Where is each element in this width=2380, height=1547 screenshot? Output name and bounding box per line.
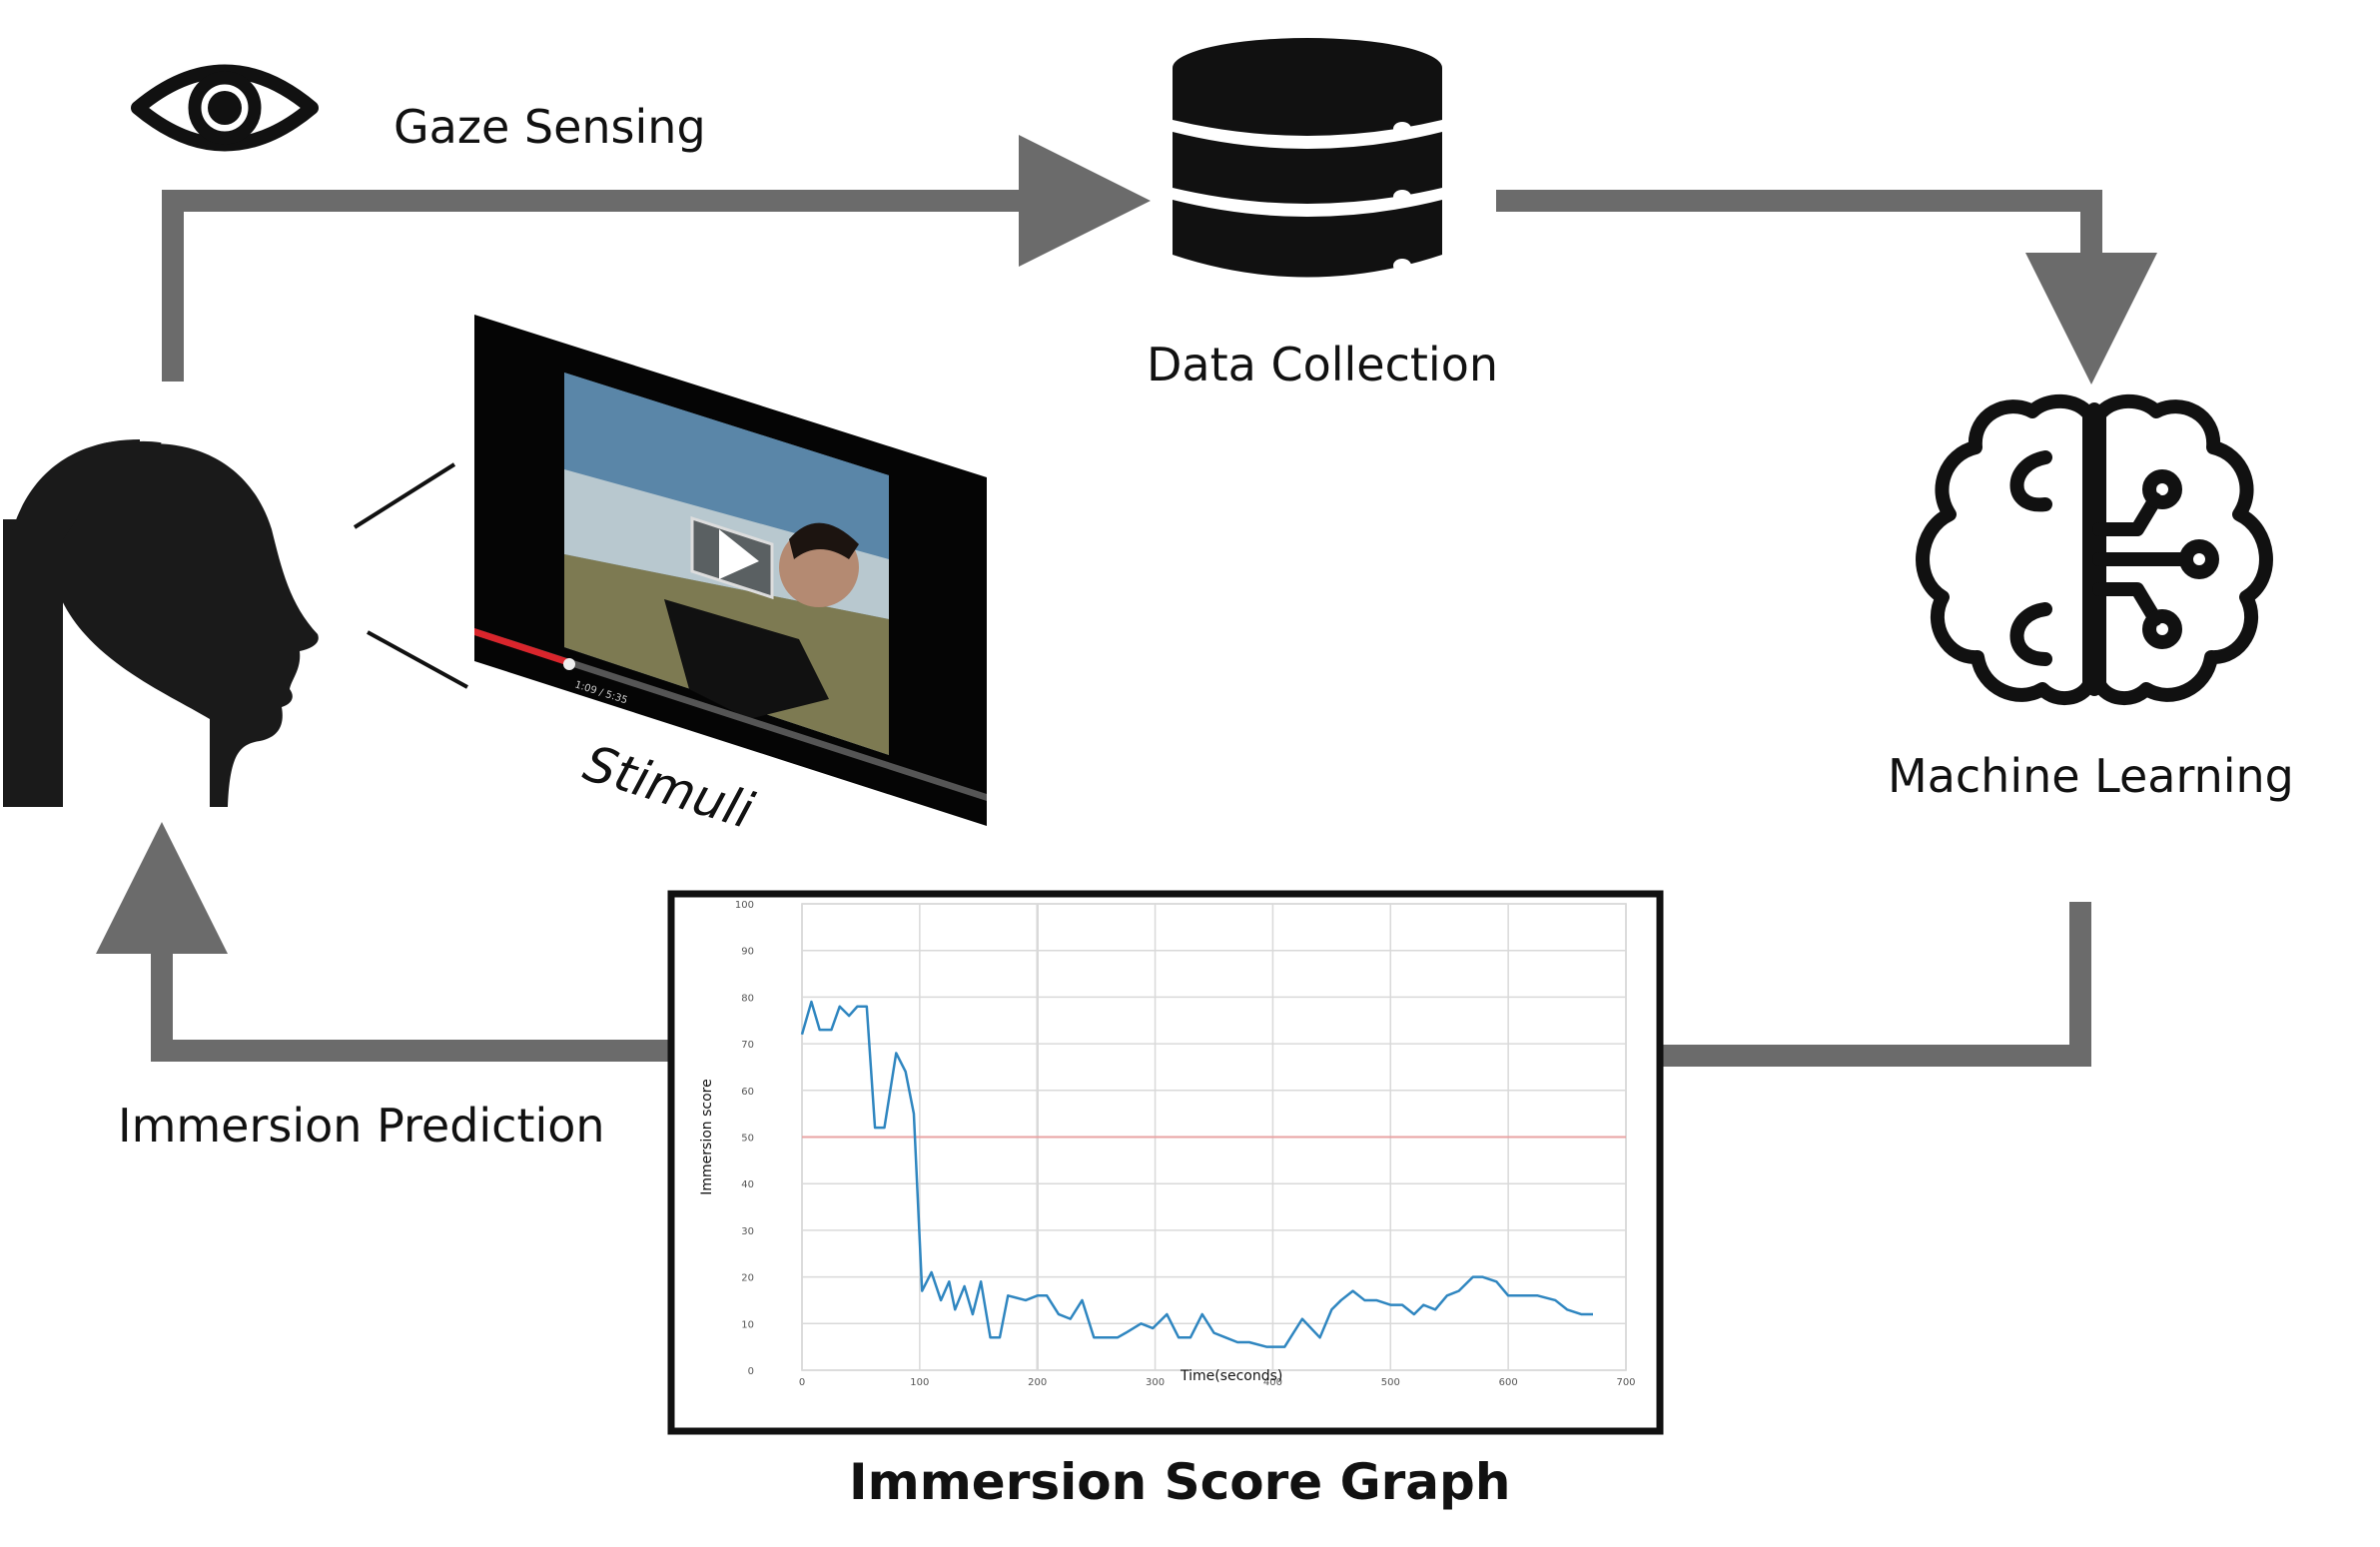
y-tick-label: 40 xyxy=(741,1179,754,1190)
immersion-prediction-arrow xyxy=(96,822,669,1062)
brain-circuit-icon xyxy=(1916,393,2273,705)
immersion-prediction-label: Immersion Prediction xyxy=(118,1099,605,1153)
y-tick-label: 50 xyxy=(741,1134,754,1145)
progress-bar[interactable] xyxy=(474,628,987,801)
y-tick-label: 100 xyxy=(735,900,754,911)
y-tick-label: 70 xyxy=(741,1040,754,1051)
graph-caption: Immersion Score Graph xyxy=(849,1453,1511,1511)
x-tick-label: 600 xyxy=(1499,1377,1518,1388)
eye-icon xyxy=(131,64,319,152)
y-tick-label: 0 xyxy=(748,1366,754,1377)
y-tick-label: 80 xyxy=(741,993,754,1004)
x-tick-label: 400 xyxy=(1263,1377,1282,1388)
y-tick-label: 30 xyxy=(741,1226,754,1237)
gaze-sensing-arrow xyxy=(162,135,1151,382)
y-tick-label: 60 xyxy=(741,1087,754,1098)
immersion-chart: 0 10 20 30 40 50 60 70 80 90 100 0 100 200 300 400 500 60… xyxy=(699,900,1636,1388)
y-tick-label: 10 xyxy=(741,1319,754,1330)
y-axis-label: Immersion score xyxy=(699,1079,715,1194)
machine-learning-label: Machine Learning xyxy=(1888,749,2294,803)
x-tick-label: 300 xyxy=(1146,1377,1165,1388)
video-player-icon: 1:09 / 5:35 xyxy=(474,315,987,826)
y-tick-label: 20 xyxy=(741,1273,754,1284)
play-button-icon[interactable] xyxy=(690,515,774,600)
x-tick-label: 0 xyxy=(799,1377,805,1388)
x-tick-label: 200 xyxy=(1028,1377,1047,1388)
ml-to-graph-arrow xyxy=(1653,902,2091,1067)
x-tick-label: 500 xyxy=(1381,1377,1400,1388)
x-tick-label: 700 xyxy=(1616,1377,1635,1388)
data-collection-label: Data Collection xyxy=(1147,338,1498,391)
view-lines xyxy=(353,462,468,689)
data-to-ml-arrow xyxy=(1496,190,2157,385)
head-profile-icon xyxy=(3,439,319,807)
x-tick-label: 100 xyxy=(910,1377,929,1388)
gaze-sensing-label: Gaze Sensing xyxy=(394,100,706,154)
database-icon xyxy=(1173,38,1442,278)
series-line xyxy=(800,1000,1593,1348)
y-tick-label: 90 xyxy=(741,947,754,958)
x-axis-label: Time(seconds) xyxy=(1180,1368,1282,1384)
